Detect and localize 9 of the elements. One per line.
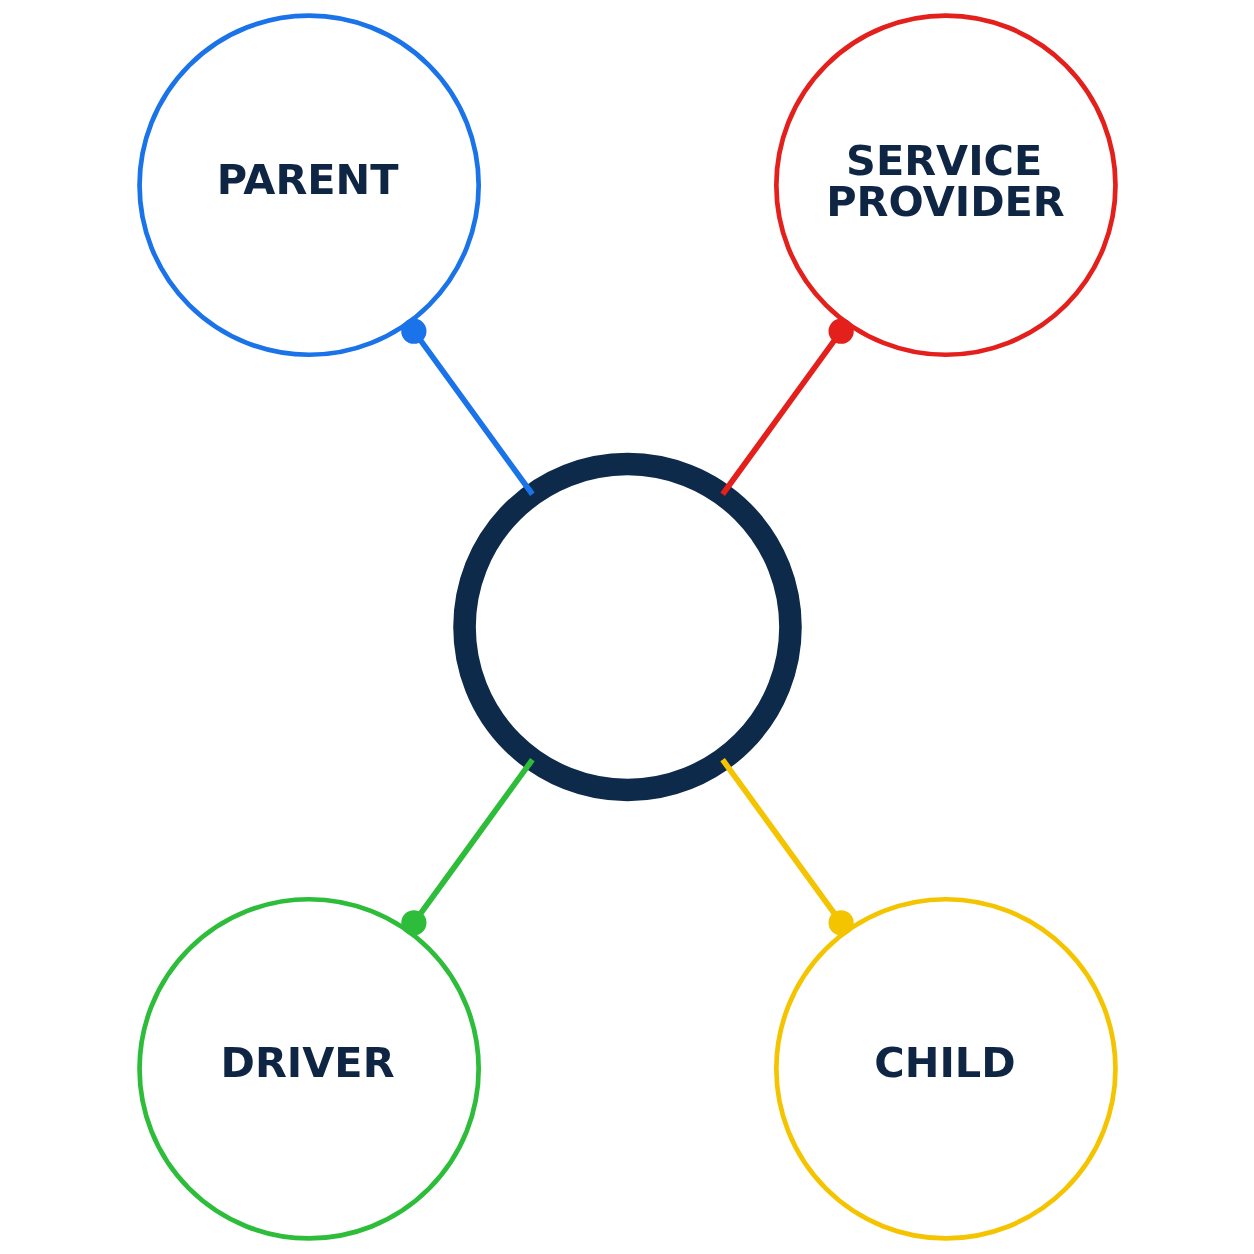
connector xyxy=(719,758,854,936)
connector xyxy=(400,758,535,936)
node-circle: CHILD xyxy=(773,896,1118,1241)
node-circle xyxy=(452,452,802,802)
node-circle: PARENT xyxy=(136,13,481,358)
node-circle: DRIVER xyxy=(136,896,481,1241)
node-circle: SERVICE PROVIDER xyxy=(773,13,1118,358)
connector xyxy=(719,318,854,496)
connector xyxy=(400,318,535,496)
